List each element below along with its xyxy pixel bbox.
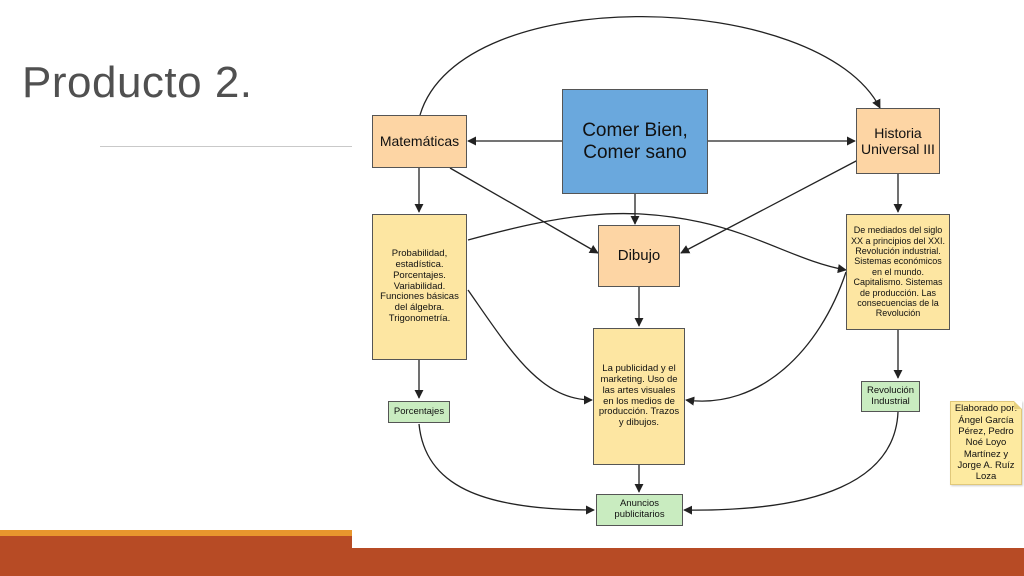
credits-sticky-note: Elaborado por: Ángel García Pérez, Pedro… [950, 401, 1022, 485]
drawing-node: Dibujo [598, 225, 680, 287]
edge-mathtopics-historytopics [467, 212, 847, 274]
history-topics-node: De mediados del siglo XX a principios de… [846, 214, 950, 330]
history-node: Historia Universal III [856, 108, 940, 174]
slide-title: Producto 2. [22, 58, 253, 107]
edge-historytopics-drawingtopics [685, 271, 847, 406]
math-topics-node: Probabilidad, estadística. Porcentajes. … [372, 214, 467, 360]
math-node: Matemáticas [372, 115, 467, 168]
bottom-accent-strip [0, 530, 352, 537]
percentages-node: Porcentajes [388, 401, 450, 423]
edge-math-history-arc [419, 15, 881, 116]
edge-math-drawing [449, 167, 599, 254]
edge-revolution-ads [683, 411, 899, 515]
edge-history-drawing [680, 159, 859, 254]
drawing-topics-node: La publicidad y el marketing. Uso de las… [593, 328, 685, 465]
title-divider [100, 146, 352, 147]
edge-mathtopics-drawingtopics [467, 289, 593, 405]
ads-node: Anuncios publicitarios [596, 494, 683, 526]
image-bottom-margin [352, 528, 1024, 548]
edge-percentages-ads [418, 423, 595, 515]
center-node: Comer Bien, Comer sano [562, 89, 708, 194]
industrial-revolution-node: Revolución Industrial [861, 381, 920, 412]
